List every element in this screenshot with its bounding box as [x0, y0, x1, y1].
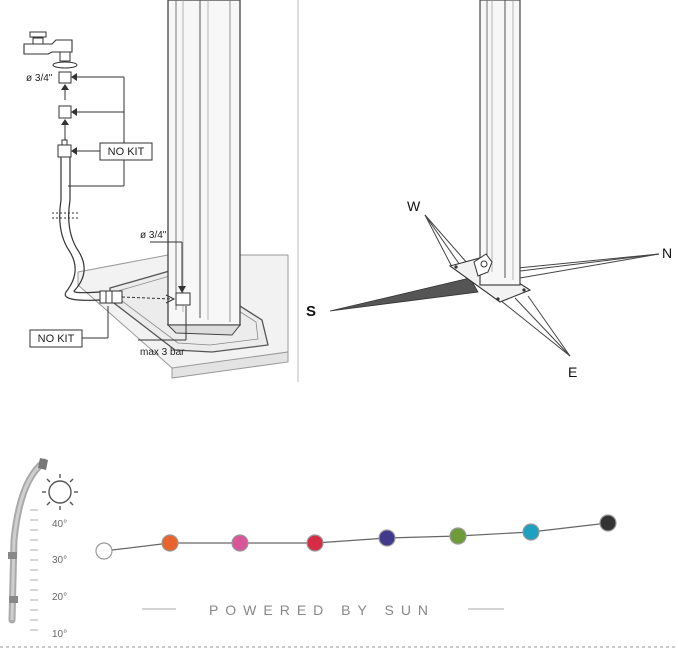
color-dot-red	[306, 534, 324, 552]
installation-panel: NO KIT NO KIT ø 3/4" ø 3/4" max 3 bar	[23, 0, 289, 379]
orientation-panel: W N S E	[306, 0, 672, 380]
compass-south: S	[306, 303, 316, 320]
sun-icon	[42, 474, 78, 510]
floor-slab-edge	[171, 351, 289, 379]
no-kit-box-1	[99, 142, 153, 161]
fitting-hose	[57, 144, 72, 158]
fitting-adapter	[58, 105, 72, 119]
pipe-diameter-top: ø 3/4"	[26, 73, 53, 84]
temperature-progression-line	[103, 522, 609, 552]
tagline: POWERED BY SUN	[209, 602, 435, 618]
color-dots	[95, 514, 617, 560]
orientation-column	[479, 0, 521, 286]
tap-icon	[23, 31, 78, 69]
shower-head-icon	[38, 458, 48, 470]
color-dot-blue	[378, 529, 396, 547]
fitting-top	[58, 71, 72, 84]
pressure-label: max 3 bar	[140, 347, 185, 358]
temp-label-3: 20°	[52, 592, 67, 603]
temp-label-2: 30°	[52, 555, 67, 566]
temp-label-1: 40°	[52, 519, 67, 530]
inlet-fitting	[175, 292, 191, 306]
no-kit-label-1: NO KIT	[108, 146, 145, 158]
compass-east: E	[568, 364, 577, 380]
color-dot-orange	[161, 534, 179, 552]
pipe-diameter-base: ø 3/4"	[140, 230, 167, 241]
no-kit-box-2	[29, 329, 83, 348]
compass-west: W	[407, 198, 421, 214]
compass-north: N	[662, 245, 672, 261]
color-dot-green	[449, 527, 467, 545]
color-dot-pink	[231, 534, 249, 552]
temp-label-4: 10°	[52, 629, 67, 640]
column-tap-icon	[473, 253, 493, 277]
hose	[59, 157, 101, 301]
temperature-scale	[30, 509, 38, 631]
color-dot-cyan	[522, 523, 540, 541]
color-dot-black	[599, 514, 617, 532]
hose-connector	[99, 290, 123, 304]
south-ray	[329, 277, 479, 312]
shower-column	[167, 0, 241, 326]
color-dot-white	[95, 542, 113, 560]
solar-panel: 40° 30° 20° 10°	[0, 458, 678, 648]
no-kit-label-2: NO KIT	[38, 333, 75, 345]
